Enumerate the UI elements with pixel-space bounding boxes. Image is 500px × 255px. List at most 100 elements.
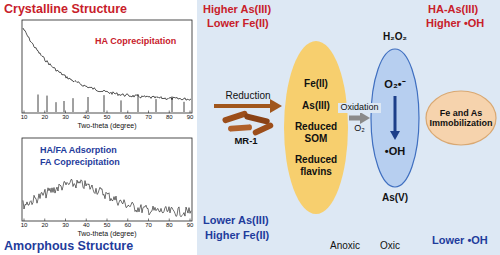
- reduction-arrow: [214, 104, 272, 108]
- species-oval: Fe(II) As(III) Reduced SOM Reduced flavins: [283, 40, 349, 215]
- xrd-curves: [23, 28, 191, 221]
- ellipse-shape: [426, 91, 496, 145]
- text-label: Anoxic: [330, 240, 360, 252]
- tick-mark: [190, 111, 191, 114]
- plot-frame: [22, 138, 192, 221]
- text-label: 90: [187, 114, 194, 121]
- ellipse-shape: [284, 41, 348, 214]
- edge-label: Oxidation: [338, 103, 380, 113]
- xrd-peak: [56, 102, 57, 112]
- node-text: Reduced SOM: [287, 121, 345, 144]
- node-text: Reduced flavins: [287, 154, 345, 177]
- xrd-peak: [172, 96, 173, 112]
- text-label: 50: [104, 222, 111, 229]
- tick-mark: [169, 111, 170, 114]
- left-panel: [0, 0, 197, 255]
- bacterium: [222, 110, 249, 124]
- text-label: 90: [187, 222, 194, 229]
- text-label: Oxic: [380, 240, 400, 252]
- ellipse-shape: [371, 49, 419, 187]
- text-label: 20: [41, 222, 48, 229]
- text-label: O₂: [354, 123, 365, 133]
- xrd-peak: [138, 94, 139, 112]
- text-label: 20: [41, 114, 48, 121]
- tick-mark: [190, 219, 191, 222]
- text-label: Higher Fe(II): [205, 229, 269, 242]
- ros-arrowhead: [390, 131, 400, 140]
- node-text: Fe and As Immobilization: [430, 108, 493, 129]
- tick-mark: [86, 111, 87, 114]
- text-label: Two-theta (degree): [77, 230, 136, 238]
- text-label: As(V): [382, 192, 408, 204]
- text-label: Lower •OH: [432, 234, 488, 247]
- tick-mark: [65, 111, 66, 114]
- xrd-curve: [23, 28, 191, 100]
- text-label: 30: [62, 114, 69, 121]
- text-label: Higher As(III): [203, 3, 271, 16]
- oxidation-arrow: [349, 116, 362, 121]
- xrd-peak: [121, 100, 122, 112]
- text-label: 50: [104, 114, 111, 121]
- xrd-peak: [184, 102, 185, 112]
- text-label: Amorphous Structure: [4, 239, 133, 253]
- text-label: MR-1: [234, 136, 257, 147]
- text-label: Two-theta (degree): [77, 122, 136, 130]
- tick-mark: [44, 219, 45, 222]
- text-label: 80: [166, 222, 173, 229]
- bacterium: [228, 124, 252, 132]
- node-text: Fe(II): [304, 78, 328, 90]
- result-ellipse: Fe and As Immobilization: [425, 90, 497, 146]
- bacterium: [252, 122, 274, 137]
- text-label: Lower Fe(II): [207, 17, 269, 30]
- xrd-curve: [23, 180, 191, 217]
- xrd-peak: [64, 101, 65, 112]
- text-label: Crystalline Structure: [4, 2, 127, 16]
- text-label: HA-As(III): [428, 3, 478, 16]
- plot-frame: [22, 20, 192, 113]
- bacterium: [244, 113, 271, 125]
- xrd-peak: [88, 97, 89, 112]
- text-label: H₂O₂: [383, 31, 407, 43]
- text-label: Lower As(III): [203, 214, 269, 227]
- text-label: 10: [21, 222, 28, 229]
- text-label: 10: [21, 114, 28, 121]
- node-text: •OH: [385, 145, 405, 158]
- tick-mark: [65, 219, 66, 222]
- text-label: 40: [83, 222, 90, 229]
- tick-mark: [86, 219, 87, 222]
- tick-mark: [24, 111, 25, 114]
- ros-ellipse: O₂•⁻•OH: [370, 48, 420, 188]
- tick-mark: [148, 219, 149, 222]
- tick-mark: [169, 219, 170, 222]
- text-label: 80: [166, 114, 173, 121]
- text-label: HA Coprecipitation: [95, 36, 176, 46]
- tick-mark: [127, 111, 128, 114]
- text-label: Higher •OH: [426, 17, 484, 30]
- text-label: 40: [83, 114, 90, 121]
- xrd-peak: [38, 95, 39, 113]
- text-label: 70: [145, 222, 152, 229]
- tick-mark: [107, 219, 108, 222]
- reduction-arrowhead: [270, 99, 282, 113]
- xrd-peak: [104, 95, 105, 112]
- right-panel: [197, 0, 500, 255]
- xrd-peak: [47, 96, 48, 112]
- text-label: HA/FA Adsorption: [40, 145, 117, 155]
- tick-mark: [148, 111, 149, 114]
- text-label: 60: [124, 222, 131, 229]
- text-label: 30: [62, 222, 69, 229]
- tick-mark: [107, 111, 108, 114]
- ellipse-outline: [370, 48, 420, 188]
- text-label: FA Coprecipitation: [40, 157, 120, 167]
- text-label: 70: [145, 114, 152, 121]
- text-label: 60: [124, 114, 131, 121]
- tick-mark: [44, 111, 45, 114]
- xrd-peak: [73, 98, 74, 112]
- text-label: Reduction: [225, 90, 270, 102]
- ros-arrow: [394, 96, 397, 132]
- tick-mark: [24, 219, 25, 222]
- xrd-peak: [156, 99, 157, 112]
- node-text: As(III): [302, 100, 330, 112]
- tick-mark: [127, 219, 128, 222]
